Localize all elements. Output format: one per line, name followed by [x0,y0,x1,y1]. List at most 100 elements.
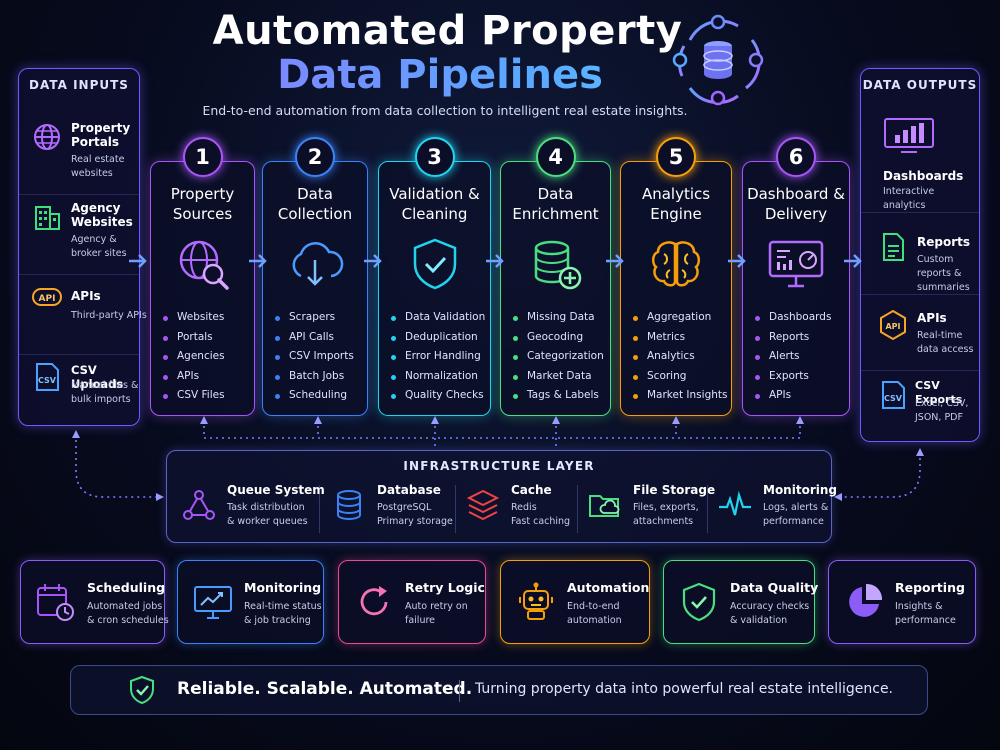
list-item: Geocoding [513,328,604,348]
list-item: Agencies [163,347,225,367]
stage-title: Validation & Cleaning [389,185,480,223]
stage-list: Dashboards Reports Alerts Exports APIs [755,308,831,406]
pie-chart-icon [849,583,883,617]
infra-title: File Storage [633,483,716,497]
brain-icon [652,241,700,287]
input-title: Agency Websites [71,201,133,229]
divider [319,485,320,533]
output-desc: Custom reports & summaries [917,254,970,293]
stage-number: 3 [414,137,455,177]
arrow-right-icon [486,254,504,268]
shield-check-icon [413,238,456,290]
input-apis: API APIs Third-party APIs [19,275,147,355]
feature-title: Retry Logic [405,580,485,595]
monitor-icon [768,240,824,288]
stage-card-analytics-engine: 5 Analytics Engine Aggregation Metrics A… [620,137,732,416]
data-outputs-panel: DATA OUTPUTS Dashboards Interactive anal… [860,68,980,442]
list-item: Scrapers [275,308,354,328]
list-item: Reports [755,328,831,348]
input-title: APIs [71,289,101,303]
page-title-highlight: Data Pipelines [0,52,880,98]
cloud-download-icon [292,242,344,286]
arrow-right-icon [129,254,147,268]
feature-reporting: Reporting Insights &performance [828,560,976,644]
list-item: Metrics [633,328,727,348]
list-item: Categorization [513,347,604,367]
list-item: Tags & Labels [513,386,604,406]
divider [707,485,708,533]
page-title: Automated Property [212,8,683,54]
infra-title: Monitoring [763,483,837,497]
arrow-right-icon [606,254,624,268]
stage-number: 1 [182,137,223,177]
stage-number: 2 [295,137,335,177]
list-item: Websites [163,308,225,328]
list-item: Market Insights [633,386,727,406]
list-item: Portals [163,328,225,348]
input-property-portals: Property Portals Real estate websites [19,115,139,195]
output-title: CSV Exports [915,379,963,406]
infra-queue-system: Queue System Task distribution& worker q… [181,483,325,539]
stage-card-property-sources: 1 Property Sources Websites Portals Agen… [150,137,255,416]
stage-title: Analytics Engine [641,185,711,223]
arrow-right-icon [844,254,862,268]
robot-icon [519,582,553,620]
stage-card-dashboard-delivery: 6 Dashboard & Delivery Dashboards Report… [742,137,850,416]
list-item: Market Data [513,367,604,387]
output-title: Reports [917,235,971,249]
feature-monitoring: Monitoring Real-time status& job trackin… [177,560,324,644]
input-csv-uploads: CSV CSV Uploads Manual files & bulk impo… [19,355,139,425]
infra-file-storage: File Storage Files, exports,attachments [587,483,715,539]
svg-text:CSV: CSV [38,376,57,385]
feature-title: Monitoring [244,580,322,595]
infra-title: Database [377,483,441,497]
feature-desc: Accuracy checks& validation [730,601,810,626]
shield-check-icon [130,675,154,705]
divider [459,680,460,702]
monitor-chart-icon [194,586,232,619]
input-agency-websites: Agency Websites Agency & broker sites [19,195,139,275]
footer-tagline: Reliable. Scalable. Automated. [177,679,473,699]
input-desc: Manual files & bulk imports [71,380,139,405]
divider [577,485,578,533]
api-icon: API [32,288,62,306]
report-icon [883,233,904,261]
stage-card-validation-cleaning: 3 Validation & Cleaning Data Validation … [378,137,491,416]
list-item: Missing Data [513,308,604,328]
infrastructure-heading: INFRASTRUCTURE LAYER [403,459,595,473]
page-subtitle: End-to-end automation from data collecti… [202,103,688,118]
stage-number: 4 [535,137,576,177]
bar-chart-icon [884,118,934,153]
stage-card-data-collection: 2 Data Collection Scrapers API Calls CSV… [262,137,368,416]
arrow-right-icon [364,254,382,268]
output-desc: Interactive analytics [883,186,935,211]
stage-list: Websites Portals Agencies APIs CSV Files [163,308,225,406]
footer-description: Turning property data into powerful real… [475,681,894,697]
output-desc: Excel, CSV, JSON, PDF [915,398,969,423]
folder-cloud-icon [589,495,620,517]
infra-desc: Files, exports,attachments [633,502,699,527]
pipeline-cycle-logo-icon [672,14,764,106]
list-item: Deduplication [391,328,485,348]
divider [455,485,456,533]
calendar-clock-icon [37,584,74,621]
list-item: Exports [755,367,831,387]
svg-text:CSV: CSV [884,394,903,403]
list-item: API Calls [275,328,354,348]
building-icon [35,206,60,230]
retry-icon [360,586,388,616]
infra-desc: Logs, alerts &performance [763,502,829,527]
output-title: APIs [917,311,947,325]
list-item: Scoring [633,367,727,387]
input-desc: Third-party APIs [71,310,147,321]
arrow-right-icon [249,254,267,268]
list-item: APIs [755,386,831,406]
feature-title: Data Quality [730,580,819,595]
arrow-right-icon [728,254,746,268]
